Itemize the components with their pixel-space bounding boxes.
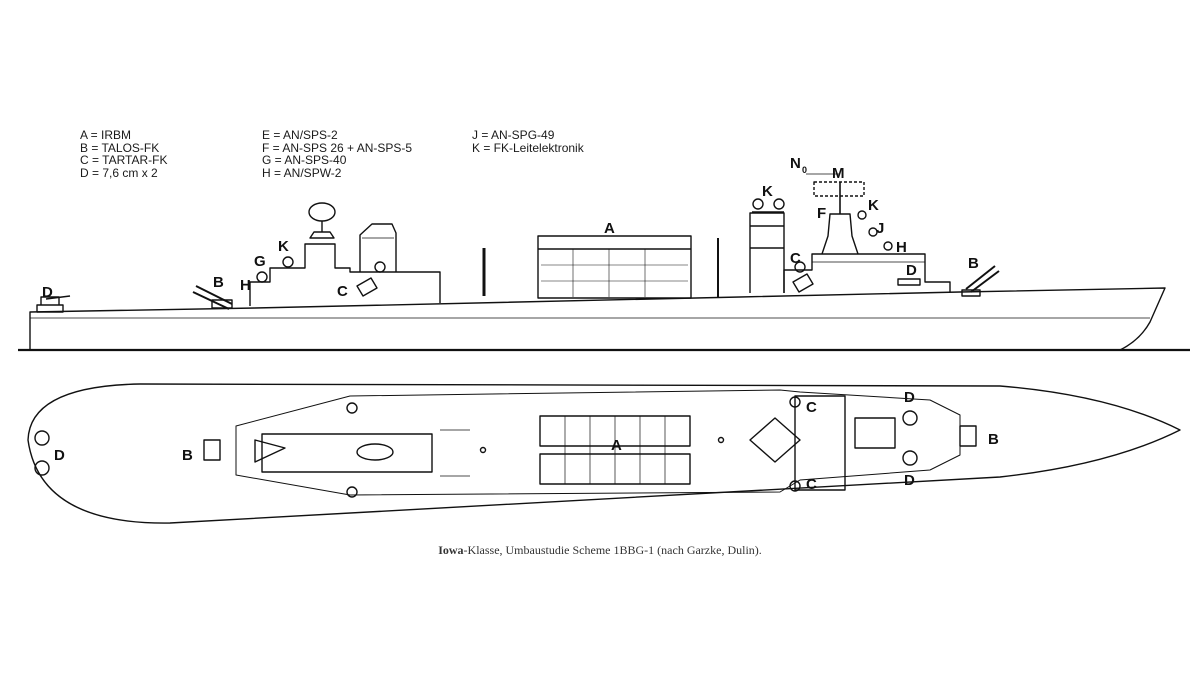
plan-mast-aft	[717, 436, 725, 444]
label-c-fwd-side: C	[337, 283, 348, 300]
plan-gun-aft-port	[902, 410, 918, 426]
label-d-aft-plan-port: D	[904, 389, 915, 406]
label-g-side: G	[254, 253, 266, 270]
talos-rail-aft	[965, 265, 996, 290]
aft-tower	[821, 213, 859, 255]
legend-column-1: A = IRBM B = TALOS-FK C = TARTAR-FK D = …	[80, 129, 167, 179]
label-a-plan: A	[611, 437, 622, 454]
legend-entry-d: D = 7,6 cm x 2	[80, 165, 158, 180]
plan-deck-outline	[235, 389, 961, 496]
label-d-aft-plan-stbd: D	[904, 472, 915, 489]
tartar-launcher-fwd	[356, 277, 378, 297]
plan-aft-director-block	[854, 417, 896, 449]
aft-funnel	[749, 212, 785, 293]
plan-talos-fwd	[203, 439, 221, 461]
plan-tartar-aft-stbd	[789, 480, 801, 492]
talos-rail-aft-2	[970, 270, 1000, 293]
side-hull	[29, 287, 1166, 351]
label-c-aft-plan-stbd: C	[806, 476, 817, 493]
plan-tartar-fwd-stbd	[346, 486, 358, 498]
talos-rail-fwd-2	[192, 291, 230, 310]
plan-aft-superstructure	[794, 395, 846, 491]
forward-funnel	[359, 223, 397, 272]
plan-mast-fwd	[479, 446, 487, 454]
label-k-aft-side-1: K	[762, 183, 773, 200]
label-d-aft-side: D	[906, 262, 917, 279]
figure-caption: Iowa-Klasse, Umbaustudie Scheme 1BBG-1 (…	[0, 543, 1200, 558]
radar-pedestal-side	[309, 231, 335, 239]
legend-column-3: J = AN-SPG-49 K = FK-Leitelektronik	[472, 129, 584, 154]
director-j	[868, 227, 878, 237]
plan-talos-aft	[959, 425, 977, 447]
forward-superstructure	[249, 243, 441, 306]
label-j: J	[876, 220, 884, 237]
plan-radar-symbol	[254, 439, 286, 463]
plan-gun-aft-stbd	[902, 450, 918, 466]
legend-entry-f: F = AN-SPS 26 + AN-SPS-5	[262, 140, 413, 155]
plan-gun-bow-stbd	[34, 460, 50, 476]
legend-entry-g: G = AN-SPS-40	[262, 153, 347, 167]
plan-view	[27, 383, 1181, 524]
label-d-bow-plan: D	[54, 447, 65, 464]
legend-entry-a: A = IRBM	[80, 128, 132, 142]
director-k-aft-2	[773, 198, 785, 210]
label-c-aft-plan-port: C	[806, 399, 817, 416]
legend-entry-b: B = TALOS-FK	[80, 140, 160, 155]
director-g-side	[256, 271, 268, 283]
plan-aft-tower	[749, 417, 801, 463]
label-h-fwd-side: H	[240, 277, 251, 294]
tartar-launcher-aft	[792, 273, 814, 293]
label-f: F	[817, 205, 826, 222]
director-k-aft-3	[857, 210, 867, 220]
label-k-aft-side-2: K	[868, 197, 879, 214]
bow-gun-barrel-side	[45, 295, 71, 300]
plan-forward-superstructure	[261, 433, 433, 473]
director-c-aft-side	[794, 261, 806, 273]
aft-gun-mount-side	[897, 278, 921, 286]
legend-column-2: E = AN/SPS-2 F = AN-SPS 26 + AN-SPS-5 G …	[262, 129, 412, 179]
dashed-radar-box-m	[813, 181, 865, 197]
label-b-fwd-side: B	[213, 274, 224, 291]
bow-gun-turret-side	[40, 296, 60, 305]
legend-entry-c: C = TARTAR-FK	[80, 153, 168, 167]
label-k-fwd-side: K	[278, 238, 289, 255]
label-c-aft-side: C	[790, 250, 801, 267]
legend-entry-j: J = AN-SPG-49	[472, 128, 555, 142]
director-h-aft	[883, 241, 893, 251]
plan-hull-outline	[27, 383, 1181, 524]
label-n-subscript: 0	[802, 165, 807, 175]
label-a-side: A	[604, 220, 615, 237]
diagram-labels: D B H G K C A K C N 0 M F K J H D B D B …	[42, 155, 999, 493]
legend-entry-k: K = FK-Leitelektronik	[472, 140, 584, 155]
radar-dish-side	[308, 202, 336, 222]
director-c-fwd-side	[374, 261, 386, 273]
legend-entry-e: E = AN/SPS-2	[262, 128, 338, 142]
label-d-bow-side: D	[42, 284, 53, 301]
legend-entry-h: H = AN/SPW-2	[262, 165, 342, 180]
label-b-aft-plan: B	[988, 431, 999, 448]
talos-rail-fwd	[195, 285, 233, 305]
plan-funnel-fwd	[356, 443, 394, 461]
label-m: M	[832, 165, 845, 182]
label-b-fwd-plan: B	[182, 447, 193, 464]
label-n: N	[790, 155, 801, 172]
plan-gun-bow-port	[34, 430, 50, 446]
label-b-aft-side: B	[968, 255, 979, 272]
plan-tartar-aft-port	[789, 396, 801, 408]
label-h-aft-side: H	[896, 239, 907, 256]
aft-superstructure	[783, 253, 951, 293]
director-k-fwd-side	[282, 256, 294, 268]
caption-rest: -Klasse, Umbaustudie Scheme 1BBG-1 (nach…	[463, 543, 762, 557]
side-profile-view	[18, 173, 1190, 352]
irbm-hangar-side	[537, 235, 692, 299]
plan-tartar-fwd-port	[346, 402, 358, 414]
bow-gun-mount-side	[36, 304, 64, 313]
caption-bold-part: Iowa	[438, 543, 464, 557]
director-k-aft-1	[752, 198, 764, 210]
